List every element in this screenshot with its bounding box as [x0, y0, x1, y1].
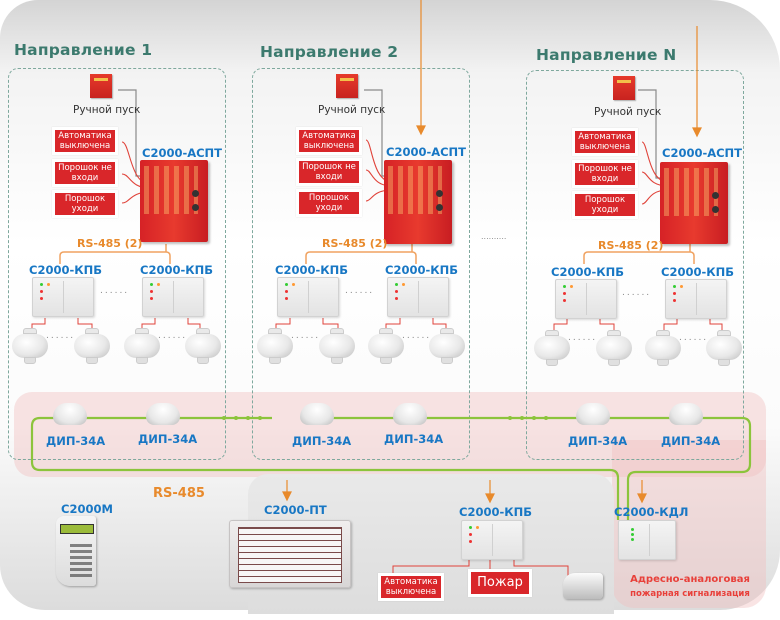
extinguisher-icon: [12, 328, 48, 364]
smoke-detector-icon: [146, 403, 180, 425]
c2000-pt-panel-icon: [229, 520, 351, 588]
kpb-label: С2000-КПБ: [29, 263, 103, 277]
direction-1-title: Направление 1: [14, 41, 153, 59]
kpb-module-icon: [32, 277, 94, 317]
sign-powder-do-not-enter: Порошок не входи: [296, 158, 362, 186]
extinguisher-ellipsis: ......: [568, 333, 598, 343]
extinguisher-icon: [124, 328, 160, 364]
sign-powder-leave: Порошок уходи: [572, 191, 638, 219]
sign-automation-off: Автоматика выключена: [296, 127, 362, 155]
loop-dot: [520, 416, 524, 420]
aspt-controller-icon: [140, 160, 208, 242]
loop-dot: [508, 416, 512, 420]
detector-label: ДИП-34А: [568, 434, 628, 448]
extinguisher-icon: [74, 328, 110, 364]
smoke-detector-icon: [576, 403, 610, 425]
manual-start-button-icon: [336, 74, 358, 98]
panel-label: С2000-ПТ: [264, 503, 327, 517]
extinguisher-icon: [706, 330, 742, 366]
kpb-label: С2000-КПБ: [661, 265, 735, 279]
central-kpb-module-icon: [461, 520, 523, 560]
direction-2-title: Направление 2: [260, 43, 399, 61]
module-ellipsis: ......: [100, 286, 130, 296]
manual-start-label: Ручной пуск: [73, 104, 141, 116]
extinguisher-icon: [319, 328, 355, 364]
manual-start-label: Ручной пуск: [594, 106, 662, 118]
detector-label: ДИП-34А: [138, 432, 198, 446]
console-label: С2000М: [61, 502, 113, 516]
directions-ellipsis: ..........: [481, 232, 507, 241]
extinguisher-ellipsis: ......: [46, 331, 76, 341]
extinguisher-ellipsis: ......: [402, 331, 432, 341]
detector-label: ДИП-34А: [46, 434, 106, 448]
extinguisher-ellipsis: ......: [679, 333, 709, 343]
extinguisher-ellipsis: ......: [291, 331, 321, 341]
sign-powder-leave: Порошок уходи: [296, 189, 362, 217]
manual-start-button-icon: [90, 74, 112, 98]
smoke-detector-icon: [300, 403, 334, 425]
sign-automation-off: Автоматика выключена: [572, 128, 638, 156]
detector-label: ДИП-34А: [292, 434, 352, 448]
detector-label: ДИП-34А: [384, 432, 444, 446]
module-ellipsis: ......: [622, 288, 652, 298]
aspt-label: С2000-АСПТ: [142, 146, 223, 160]
fire-alarm-zone-line2: пожарная сигнализация: [630, 589, 750, 599]
kpb-module-icon: [665, 279, 727, 319]
loop-dot: [532, 416, 536, 420]
rs485-2-label: RS-485 (2): [598, 239, 664, 252]
loop-dot: [222, 416, 226, 420]
aspt-label: С2000-АСПТ: [662, 146, 743, 160]
loop-dot: [258, 416, 262, 420]
sign-powder-do-not-enter: Порошок не входи: [52, 159, 118, 187]
detector-label: ДИП-34А: [661, 434, 721, 448]
smoke-detector-icon: [393, 403, 427, 425]
module-ellipsis: ......: [345, 286, 375, 296]
direction-n-title: Направление N: [536, 46, 677, 64]
extinguisher-icon: [368, 328, 404, 364]
siren-icon: [563, 573, 603, 599]
loop-dot: [246, 416, 250, 420]
kpb-module-icon: [555, 279, 617, 319]
smoke-detector-icon: [53, 403, 87, 425]
sign-automation-off: Автоматика выключена: [52, 127, 118, 155]
sign-powder-do-not-enter: Порошок не входи: [572, 160, 638, 188]
extinguisher-ellipsis: ......: [158, 331, 188, 341]
extinguisher-icon: [596, 330, 632, 366]
kpb-module-icon: [387, 277, 449, 317]
aspt-label: С2000-АСПТ: [386, 145, 467, 159]
c2000m-console-icon: [56, 516, 96, 586]
c2000-kdl-module-icon: [618, 520, 676, 560]
smoke-detector-icon: [669, 403, 703, 425]
extinguisher-icon: [645, 330, 681, 366]
output-sign-fire: Пожар: [468, 569, 532, 597]
rs485-2-label: RS-485 (2): [322, 237, 388, 250]
output-sign-automation-off: Автоматика выключена: [378, 573, 444, 601]
extinguisher-icon: [257, 328, 293, 364]
loop-dot: [234, 416, 238, 420]
aspt-controller-icon: [384, 160, 452, 244]
extinguisher-icon: [185, 328, 221, 364]
kpb-label: С2000-КПБ: [385, 263, 459, 277]
aspt-controller-icon: [660, 162, 728, 244]
rs485-2-label: RS-485 (2): [77, 237, 143, 250]
kpb-label: С2000-КПБ: [275, 263, 349, 277]
manual-start-label: Ручной пуск: [318, 104, 386, 116]
fire-alarm-zone-line1: Адресно-аналоговая: [630, 574, 750, 585]
extinguisher-icon: [534, 330, 570, 366]
kpb-label: С2000-КПБ: [140, 263, 214, 277]
manual-start-button-icon: [613, 76, 635, 100]
loop-dot: [544, 416, 548, 420]
kpb-module-icon: [277, 277, 339, 317]
sign-powder-leave: Порошок уходи: [52, 190, 118, 218]
kpb-module-icon: [142, 277, 204, 317]
fire-alarm-zone-title: Адресно-аналоговая пожарная сигнализация: [620, 573, 760, 601]
rs485-main-label: RS-485: [153, 486, 205, 501]
central-kpb-label: С2000-КПБ: [459, 505, 533, 519]
kpb-label: С2000-КПБ: [551, 265, 625, 279]
kdl-label: С2000-КДЛ: [614, 505, 689, 519]
extinguisher-icon: [429, 328, 465, 364]
